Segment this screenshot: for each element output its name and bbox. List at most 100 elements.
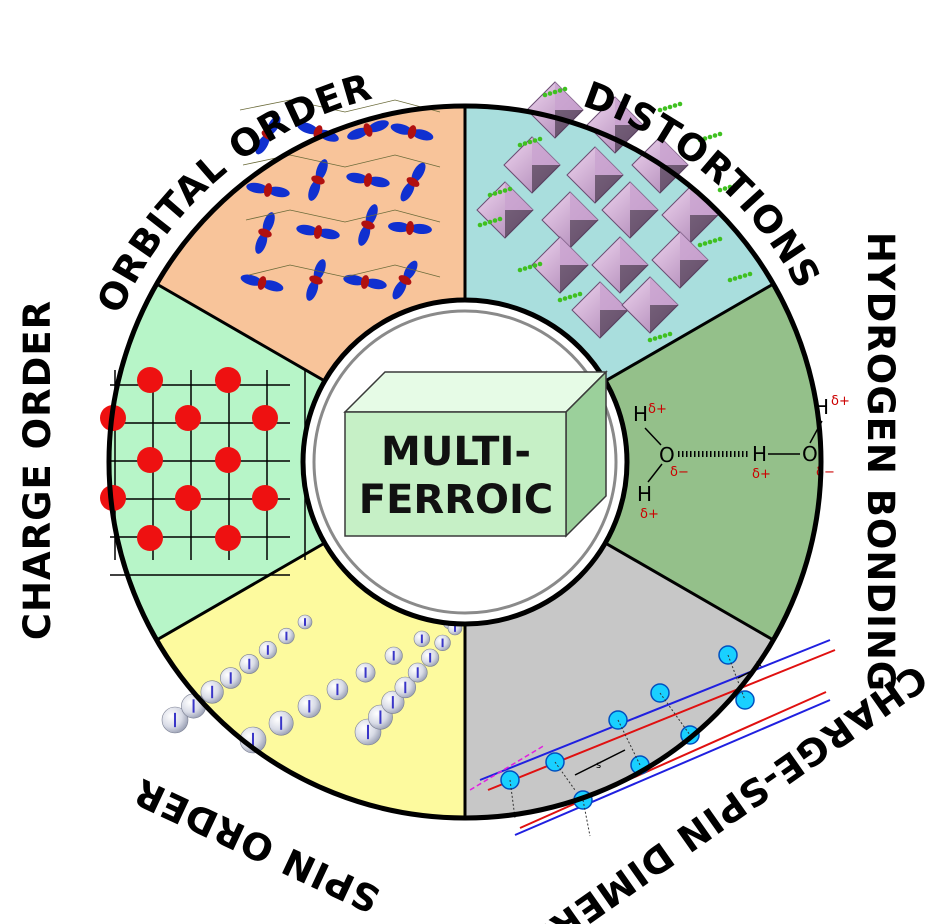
chain-atom [537,136,543,142]
orbital-center [258,228,272,238]
chain-atom [697,137,703,143]
chain-atom [732,276,738,281]
octahedron-shadow [505,210,533,238]
orbital-lobe-left [400,181,415,202]
octahedron-face [600,282,628,310]
orbital-order-illustration [239,99,441,301]
chain-atom [507,186,513,192]
orbital-lobe-right [317,228,340,240]
box-top-face [343,371,608,413]
orbital-center [309,275,323,285]
orbital-lobe-left [255,134,270,155]
chain-atom [532,138,538,143]
chain-atom [657,334,663,340]
h-atom-2: H [637,482,652,506]
charge-site [252,485,278,511]
orbital-center [257,276,267,290]
dimer-rung [554,761,576,791]
dimer-s-arrow [574,749,626,776]
chain-atom [702,241,708,246]
charge-site [215,525,241,551]
orbital-lobe [255,212,275,254]
chain-atom [727,277,733,283]
octahedron-face [660,137,688,165]
dimer-magenta-guide [469,744,546,791]
octahedron-shadow [560,265,588,293]
chain-atom [527,264,533,270]
chain-atom [667,104,673,110]
charge-site [215,447,241,473]
o-atom-1: O [659,443,675,467]
orbital-lobe-left [388,221,411,233]
orbital-lobe-right [365,204,378,226]
chain-atom [492,218,498,223]
orbital-lobe-right [364,278,387,290]
chain-atom [502,188,508,193]
chain-atom [657,107,663,113]
chain-atom [717,236,723,242]
charge-site [215,367,241,393]
chain-atom [712,238,718,243]
orbital-lobe [388,221,432,235]
orbital-lobe-right [367,176,390,188]
octahedron-shadow [630,210,658,238]
label-charge-order: CHARGE ORDER [16,300,59,640]
dimer-chain [519,691,827,829]
octahedron-shadow [660,165,688,193]
dimer-s-label: s [596,760,601,771]
charge-order-sector [109,284,465,640]
chain-atom [547,91,553,96]
octahedron-shadow [570,220,598,248]
orbital-lattice-line [239,99,441,113]
chain-atom [492,191,498,196]
chain-atom [542,92,548,98]
chain-atom [707,239,713,245]
distortions-illustration [476,81,753,343]
center-disc-inner-ring [312,309,618,615]
orbital-lobe-right [266,115,281,136]
orbital-lobe-right [262,212,275,234]
chain-atom [652,336,658,341]
orbital-lobe-left [390,123,413,135]
chain-atom [702,136,708,141]
multiferroic-box: MULTI- FERROIC [343,370,608,538]
chain-atom [662,106,668,111]
chain-atom [662,333,668,338]
orbital-lobe [306,259,326,301]
orbital-center [398,275,412,285]
chain-atom [497,216,503,222]
chain-atom [532,263,538,268]
orbital-lobe [246,182,290,198]
orbital-lobe [343,274,387,290]
orbital-lobe-right [411,162,426,183]
chain-atom [557,88,563,93]
chain-atom [487,219,493,225]
chain-atom [722,186,728,191]
h-atom-1: H [633,402,648,426]
orbital-lobe-right [409,223,432,235]
chain-atom [747,271,753,277]
chain-atom [647,337,653,343]
chain-atom [557,297,563,303]
chain-atom [737,274,743,280]
octahedron-shadow [532,165,560,193]
dimer-chain [487,649,836,791]
chain-atom [562,86,568,92]
chain-atom [567,294,573,300]
h-atom-3: H [752,442,767,466]
orbital-lobe [392,260,418,300]
orbital-lobe-right [367,120,389,133]
octahedron-face [680,232,708,260]
orbital-center [263,183,273,197]
chain-atom [517,267,523,273]
orbital-lobe-left [297,122,319,135]
box-front-face [344,411,567,537]
octahedron-face [620,237,648,265]
orbital-lobe [255,115,281,155]
chain-atom [477,222,483,228]
chain-atom [497,189,503,195]
orbital-center [407,125,417,139]
orbital-lobe [296,224,340,240]
orbital-lobe-right [315,159,328,181]
